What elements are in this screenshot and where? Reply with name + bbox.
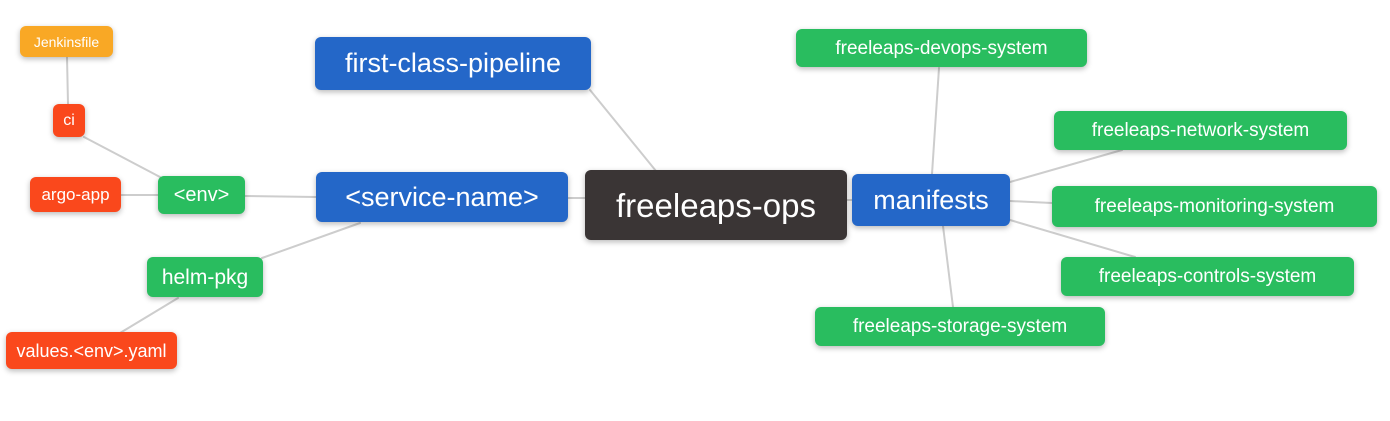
node-label: Jenkinsfile [33,33,100,50]
edge-jenkinsfile-to-ci [66,56,69,105]
node-values-env-yaml[interactable]: values.<env>.yaml [6,332,177,369]
node-freeleaps-ops[interactable]: freeleaps-ops [585,170,847,240]
node-label: freeleaps-storage-system [852,316,1068,337]
node-label: argo-app [41,185,110,204]
node-jenkinsfile[interactable]: Jenkinsfile [20,26,113,57]
node-label: freeleaps-monitoring-system [1094,196,1335,217]
node-label: freeleaps-ops [616,186,816,224]
edge-env-to-service-name [244,195,317,198]
node-first-class-pipeline[interactable]: first-class-pipeline [315,37,591,90]
node-label: first-class-pipeline [344,48,562,78]
node-ci[interactable]: ci [53,104,85,137]
node-label: freeleaps-controls-system [1098,266,1317,287]
node-label: manifests [873,184,989,215]
node-freeleaps-controls-system[interactable]: freeleaps-controls-system [1061,257,1354,296]
node-argo-app[interactable]: argo-app [30,177,121,212]
edge-manifests-to-freeleaps-devops-system [931,67,940,175]
node-service-name[interactable]: <service-name> [316,172,568,222]
node-helm-pkg[interactable]: helm-pkg [147,257,263,297]
node-freeleaps-monitoring-system[interactable]: freeleaps-monitoring-system [1052,186,1377,227]
node-label: helm-pkg [161,265,249,289]
edge-values-env-yaml-to-helm-pkg [119,297,179,334]
node-label: <service-name> [345,181,539,212]
node-label: ci [63,111,75,129]
edge-ci-to-env [83,136,161,178]
node-label: freeleaps-devops-system [835,37,1048,59]
edge-manifests-to-freeleaps-network-system [1009,149,1123,183]
edge-first-class-pipeline-to-freeleaps-ops [589,89,657,172]
node-env[interactable]: <env> [158,176,245,214]
node-freeleaps-network-system[interactable]: freeleaps-network-system [1054,111,1347,150]
edge-helm-pkg-to-service-name [261,222,361,259]
edge-manifests-to-freeleaps-storage-system [942,225,954,308]
edge-manifests-to-freeleaps-monitoring-system [1009,200,1053,204]
node-label: <env> [173,184,230,206]
node-manifests[interactable]: manifests [852,174,1010,226]
node-label: freeleaps-network-system [1091,120,1310,141]
node-freeleaps-devops-system[interactable]: freeleaps-devops-system [796,29,1087,67]
node-freeleaps-storage-system[interactable]: freeleaps-storage-system [815,307,1105,346]
node-label: values.<env>.yaml [16,340,167,361]
